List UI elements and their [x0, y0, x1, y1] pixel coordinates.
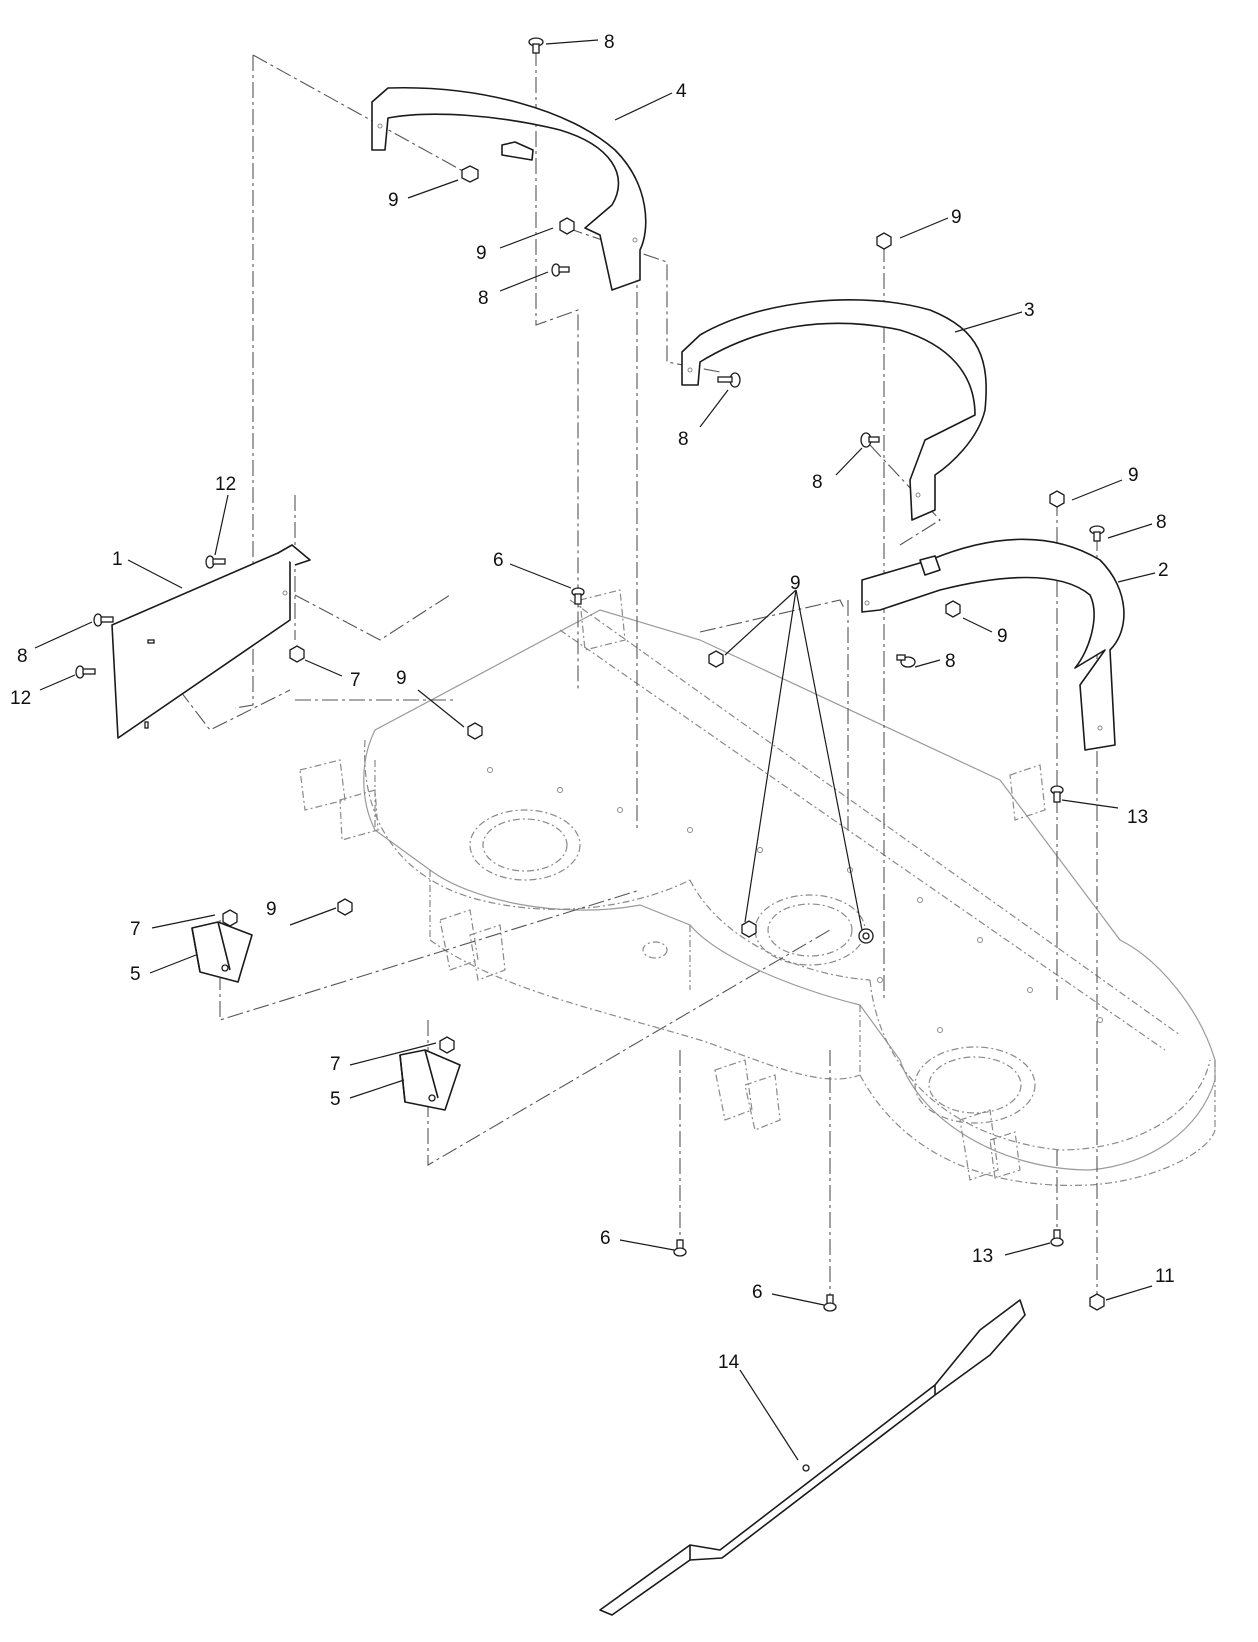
- callout-12-bottom: 12: [10, 688, 31, 709]
- bolt-8-d: [860, 432, 880, 448]
- nut-11: [1089, 1293, 1105, 1311]
- callout-9-shield2-top: 9: [1128, 465, 1139, 486]
- callout-8-shield4: 8: [478, 288, 489, 309]
- mower-deck: [299, 589, 1216, 1187]
- callout-6-left: 6: [600, 1228, 611, 1249]
- callout-9-shield2: 9: [997, 626, 1008, 647]
- bolt-12-a: [205, 555, 226, 569]
- callout-8-shield3-right: 8: [812, 472, 823, 493]
- bolt-6-a: [571, 587, 585, 605]
- bolt-8-b: [551, 263, 570, 277]
- callout-13-top: 13: [1127, 807, 1148, 828]
- callout-8-baffle: 8: [17, 646, 28, 667]
- callout-9-shield4-left: 9: [388, 190, 399, 211]
- bolt-13-b: [1050, 1229, 1064, 1247]
- bolt-13-a: [1050, 785, 1064, 803]
- bolt-8-f: [896, 654, 916, 668]
- callout-7-lower: 7: [330, 1054, 341, 1075]
- callout-4: 4: [676, 81, 687, 102]
- callout-8-right: 8: [1156, 512, 1167, 533]
- callout-14: 14: [718, 1352, 740, 1373]
- callout-6-right: 6: [752, 1282, 763, 1303]
- nut-7-b: [222, 909, 238, 927]
- callout-8-top: 8: [604, 32, 615, 53]
- bolt-6-c: [823, 1294, 837, 1312]
- part-14-blade: [599, 1299, 1026, 1616]
- callout-1: 1: [112, 549, 123, 570]
- nut-9-a: [461, 165, 479, 183]
- part-1-baffle: [111, 544, 311, 739]
- callout-6-top: 6: [493, 550, 504, 571]
- part-5-lower-bumper: [399, 1049, 461, 1111]
- part-5-upper-bumper: [191, 921, 253, 983]
- bolt-8-c: [717, 372, 741, 388]
- hardware: [75, 37, 1105, 1312]
- callout-9-deck-left: 9: [396, 668, 407, 689]
- part-4-chute-shield: [371, 86, 647, 291]
- bolt-8-top: [528, 37, 544, 54]
- callout-2: 2: [1158, 560, 1169, 581]
- callout-5-upper: 5: [130, 964, 141, 985]
- nut-9-f: [708, 650, 724, 668]
- bolt-6-b: [673, 1239, 687, 1257]
- assembly-centerlines: [129, 50, 1098, 1300]
- part-2-chute-shield: [861, 538, 1125, 751]
- nut-9-b: [559, 217, 575, 235]
- callout-9-shield4-right: 9: [476, 243, 487, 264]
- callout-9-bumper: 9: [266, 899, 277, 920]
- callout-9-shield3-top: 9: [951, 207, 962, 228]
- callout-9-center: 9: [790, 573, 801, 594]
- nut-9-j: [858, 928, 874, 944]
- nut-9-d: [1049, 490, 1065, 508]
- callout-11: 11: [1155, 1266, 1175, 1287]
- callout-labels: 1 2 3 4 5 5 6 6 6 7 7 7 8 8 8 8 8 8 8 9 …: [10, 32, 1175, 1373]
- nut-7-c: [439, 1036, 455, 1054]
- nut-9-c: [876, 232, 892, 250]
- bolt-8-e: [1089, 525, 1105, 542]
- callout-12-top: 12: [215, 474, 236, 495]
- callout-8-shield2: 8: [945, 651, 956, 672]
- part-3-chute-shield: [681, 299, 987, 521]
- nut-9-i: [741, 920, 757, 938]
- callout-5-lower: 5: [330, 1089, 341, 1110]
- nut-9-g: [467, 722, 483, 740]
- callout-7-baffle: 7: [350, 670, 361, 691]
- nut-9-h: [337, 898, 353, 916]
- callout-8-shield3-left: 8: [678, 429, 689, 450]
- callout-7-upper: 7: [130, 919, 141, 940]
- nut-9-e: [945, 600, 961, 618]
- callout-13-bottom: 13: [972, 1246, 993, 1267]
- bolt-12-b: [75, 665, 96, 679]
- nut-7-a: [289, 645, 305, 663]
- callout-3: 3: [1024, 300, 1035, 321]
- leader-lines: [34, 39, 1156, 1461]
- bolt-8-g: [93, 613, 114, 627]
